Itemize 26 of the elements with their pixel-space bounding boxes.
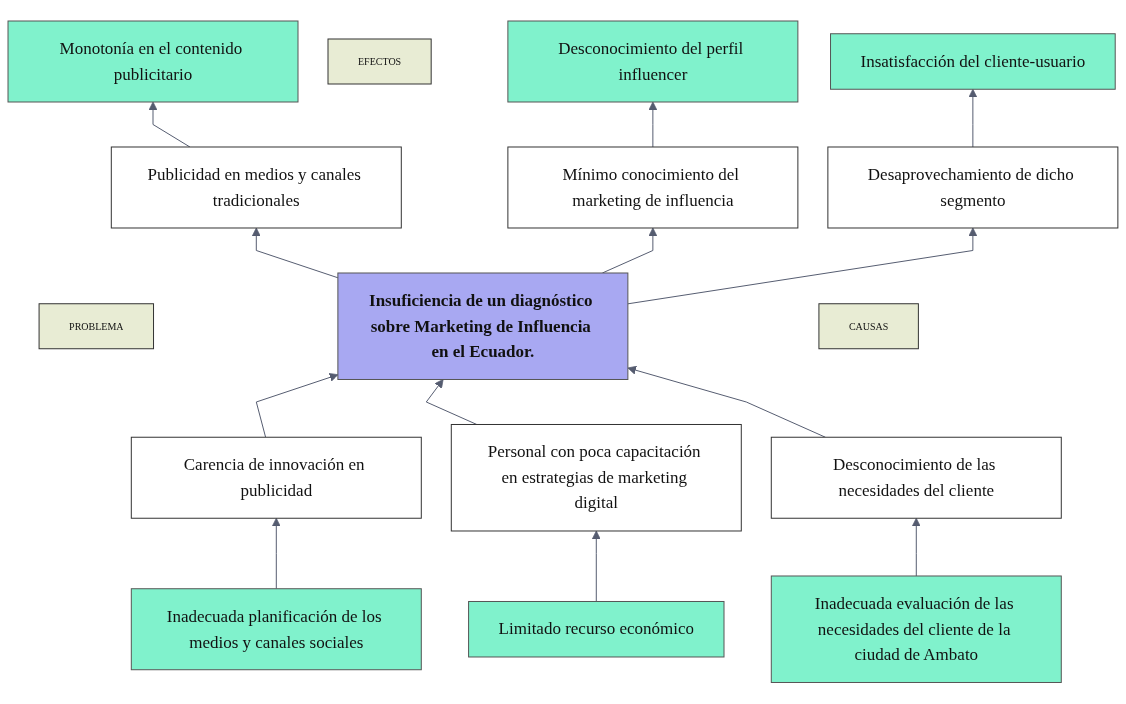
arrow [648, 101, 658, 148]
node-box: Inadecuada evaluación de las necesidades del cliente de la ciudad de Ambato [770, 575, 1062, 684]
node-box: EFECTOS [327, 38, 432, 85]
arrow [627, 366, 826, 438]
node-box: Insuficiencia de un diagnóstico sobre Marketing de Influencia en el Ecuador. [337, 272, 629, 381]
node-box: CAUSAS [818, 303, 919, 350]
node-box: Carencia de innovación en publicidad [130, 437, 422, 519]
node-box: PROBLEMA [38, 303, 155, 350]
arrow [271, 518, 281, 590]
node-box: Personal con poca capacitación en estrategias de marketing digital [450, 424, 742, 532]
node-box: Desconocimiento de las necesidades del cliente [770, 437, 1062, 519]
arrow [148, 101, 191, 148]
arrow [627, 227, 978, 305]
node-box: Publicidad en medios y canales tradicionales [110, 146, 402, 229]
node-box: Desaprovechamiento de dicho segmento [827, 146, 1119, 229]
arrow [911, 518, 921, 577]
node-box: Mínimo conocimiento del marketing de influencia [507, 146, 799, 229]
node-box: Limitado recurso económico [468, 601, 725, 658]
arrow [968, 89, 978, 148]
node-box: Insatisfacción del cliente-usuario [830, 33, 1116, 90]
node-box: Monotonía en el contenido publicitario [7, 20, 299, 103]
arrow [255, 373, 339, 438]
arrow [591, 530, 601, 603]
node-box: Desconocimiento del perfil influencer [507, 20, 799, 103]
node-box: Inadecuada planificación de los medios y canales sociales [130, 588, 422, 671]
arrow [251, 227, 339, 279]
